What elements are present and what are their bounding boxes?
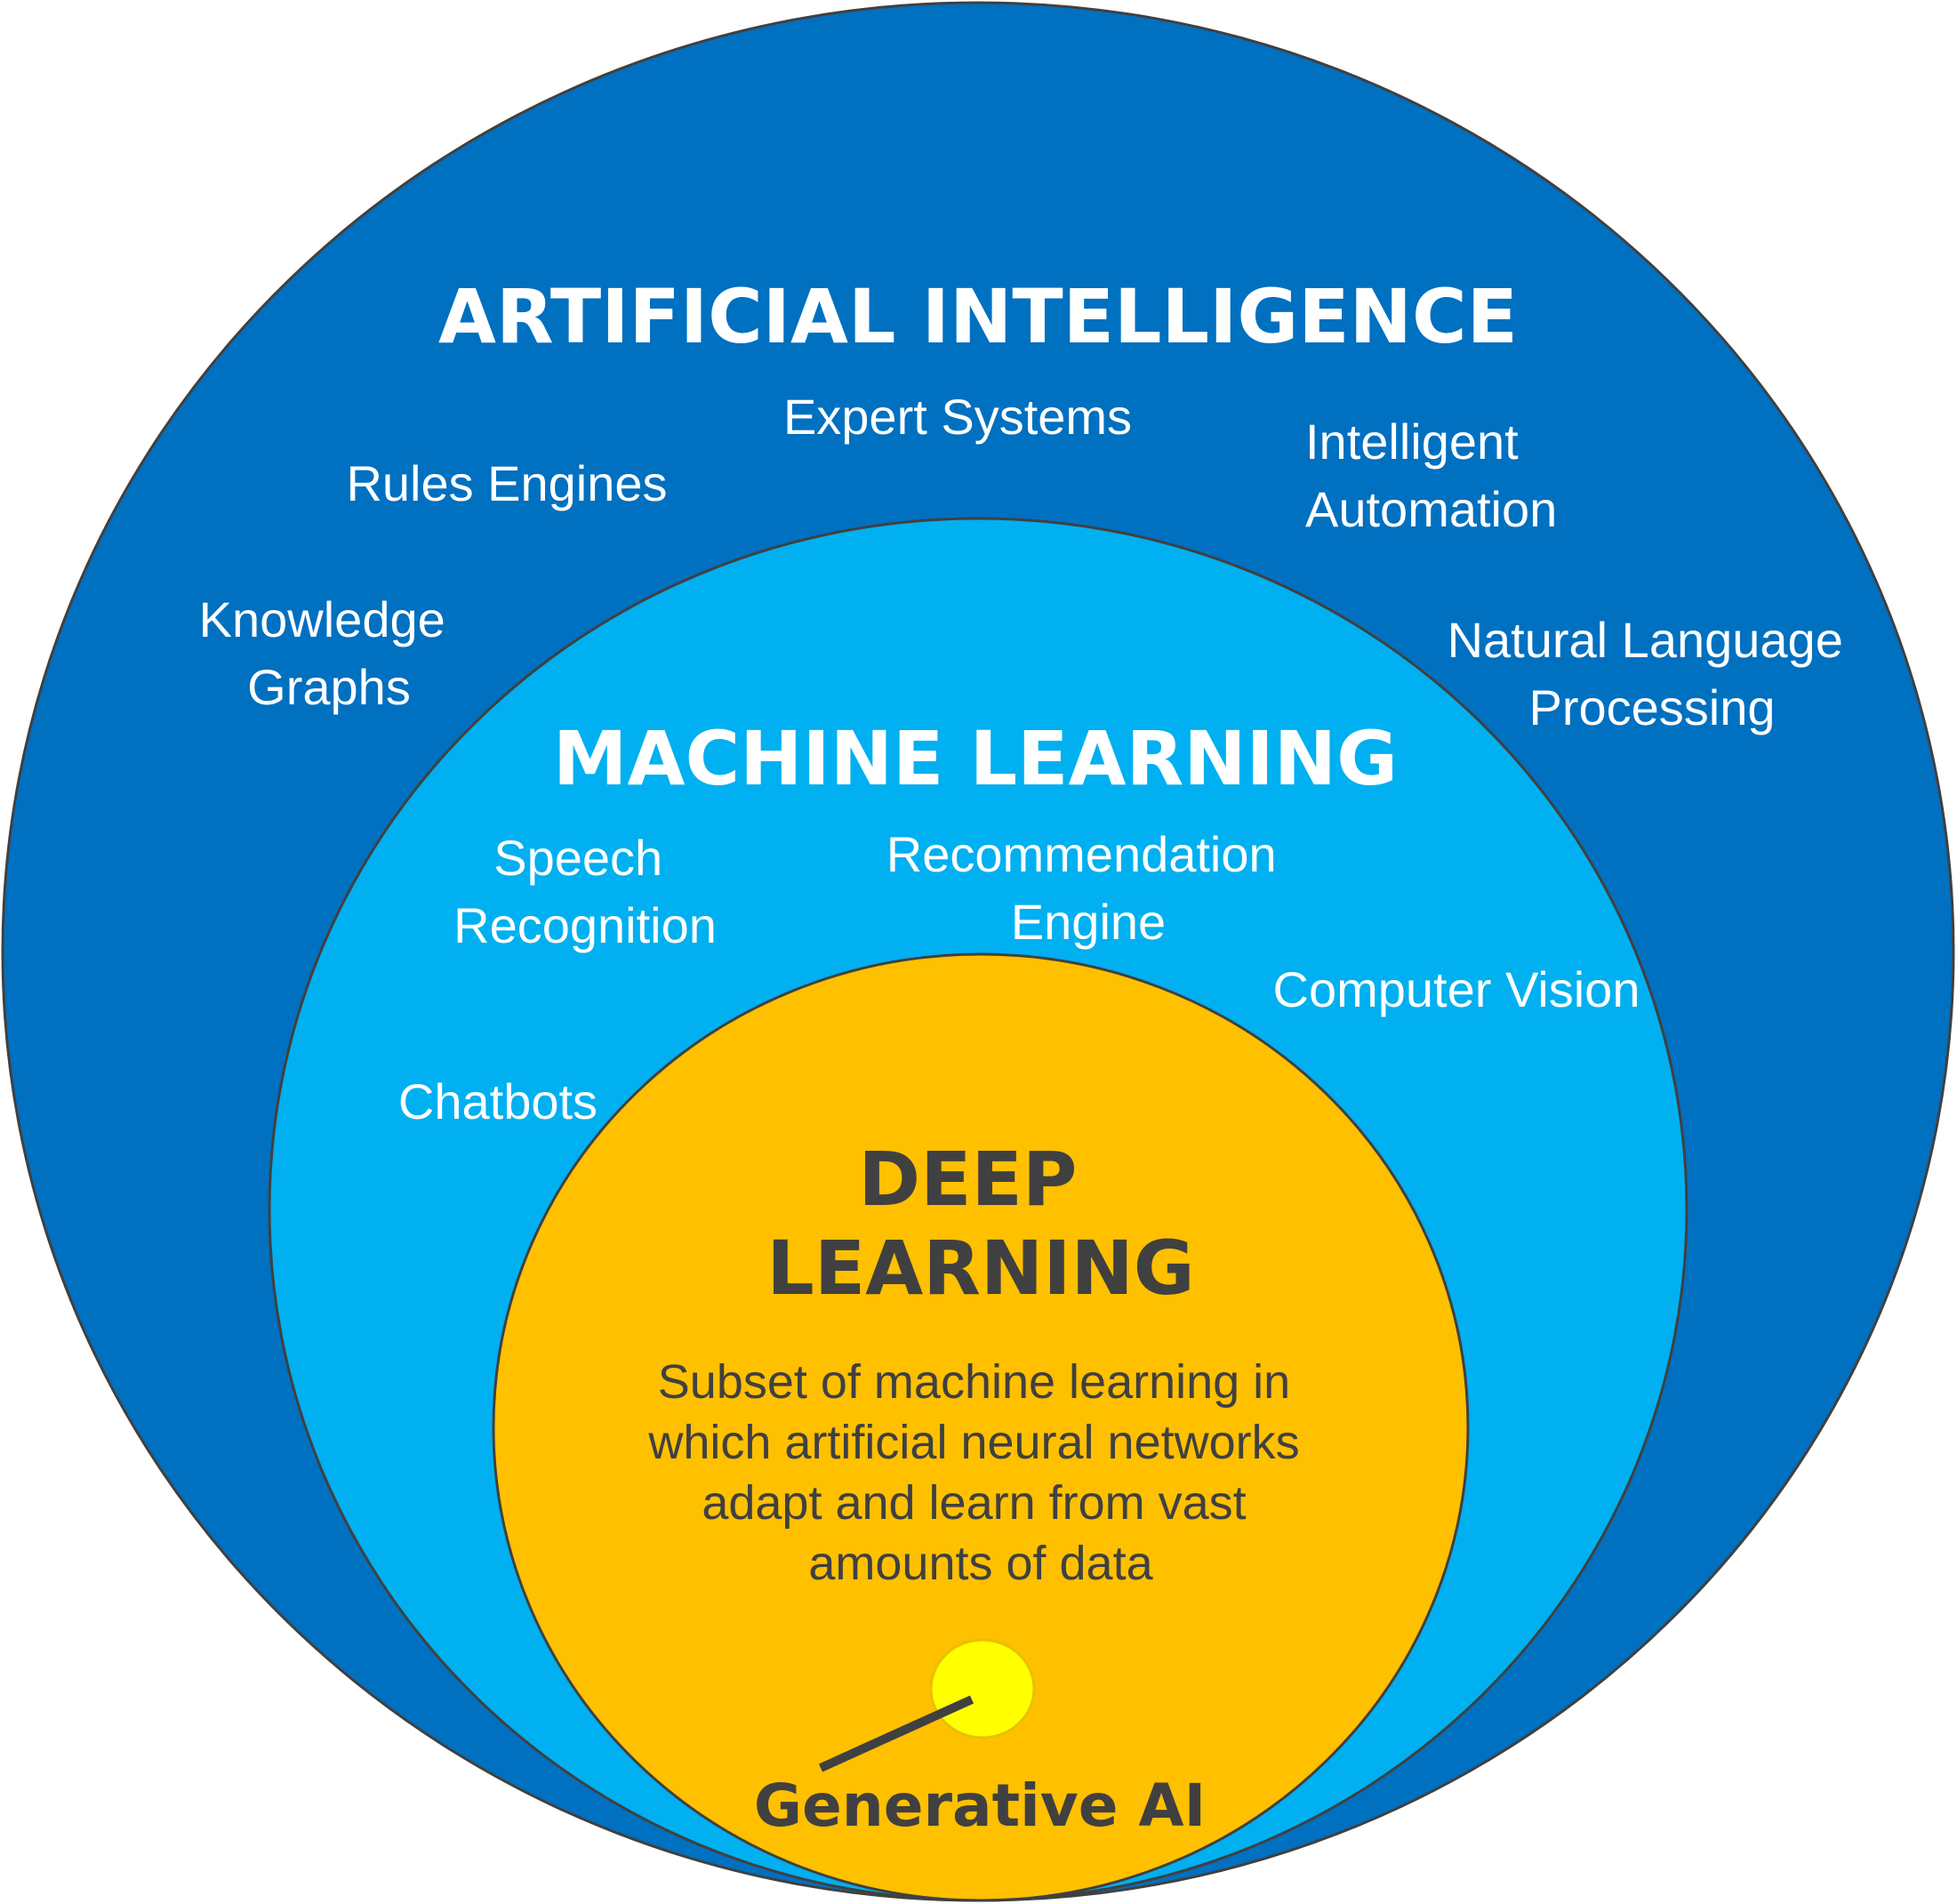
generative-ai-pointer-line <box>818 1695 974 1772</box>
ai-item-knowledge-graphs: Knowledge Graphs <box>199 591 460 715</box>
dl-circle <box>492 952 1470 1902</box>
ml-title: MACHINE LEARNING <box>553 715 1398 802</box>
dl-title: DEEP LEARNING <box>766 1136 1194 1312</box>
ai-title: ARTIFICIAL INTELLIGENCE <box>438 273 1518 360</box>
ai-item-intelligent-automation: Intelligent Automation <box>1305 414 1557 537</box>
ai-item-rules-engines: Rules Engines <box>346 455 667 511</box>
generative-ai-label: Generative AI <box>754 1771 1206 1840</box>
ml-item-chatbots: Chatbots <box>398 1073 598 1129</box>
ai-item-natural-language-processing: Natural Language Processing <box>1448 612 1857 735</box>
dl-description: Subset of machine learning in which arti… <box>647 1355 1312 1590</box>
generative-ai-dot-icon <box>929 1638 1036 1739</box>
ai-item-expert-systems: Expert Systems <box>783 389 1132 445</box>
ml-item-recommendation-engine: Recommendation Engine <box>886 826 1290 950</box>
ml-item-computer-vision: Computer Vision <box>1273 961 1640 1017</box>
ml-item-speech-recognition: Speech Recognition <box>453 830 717 953</box>
